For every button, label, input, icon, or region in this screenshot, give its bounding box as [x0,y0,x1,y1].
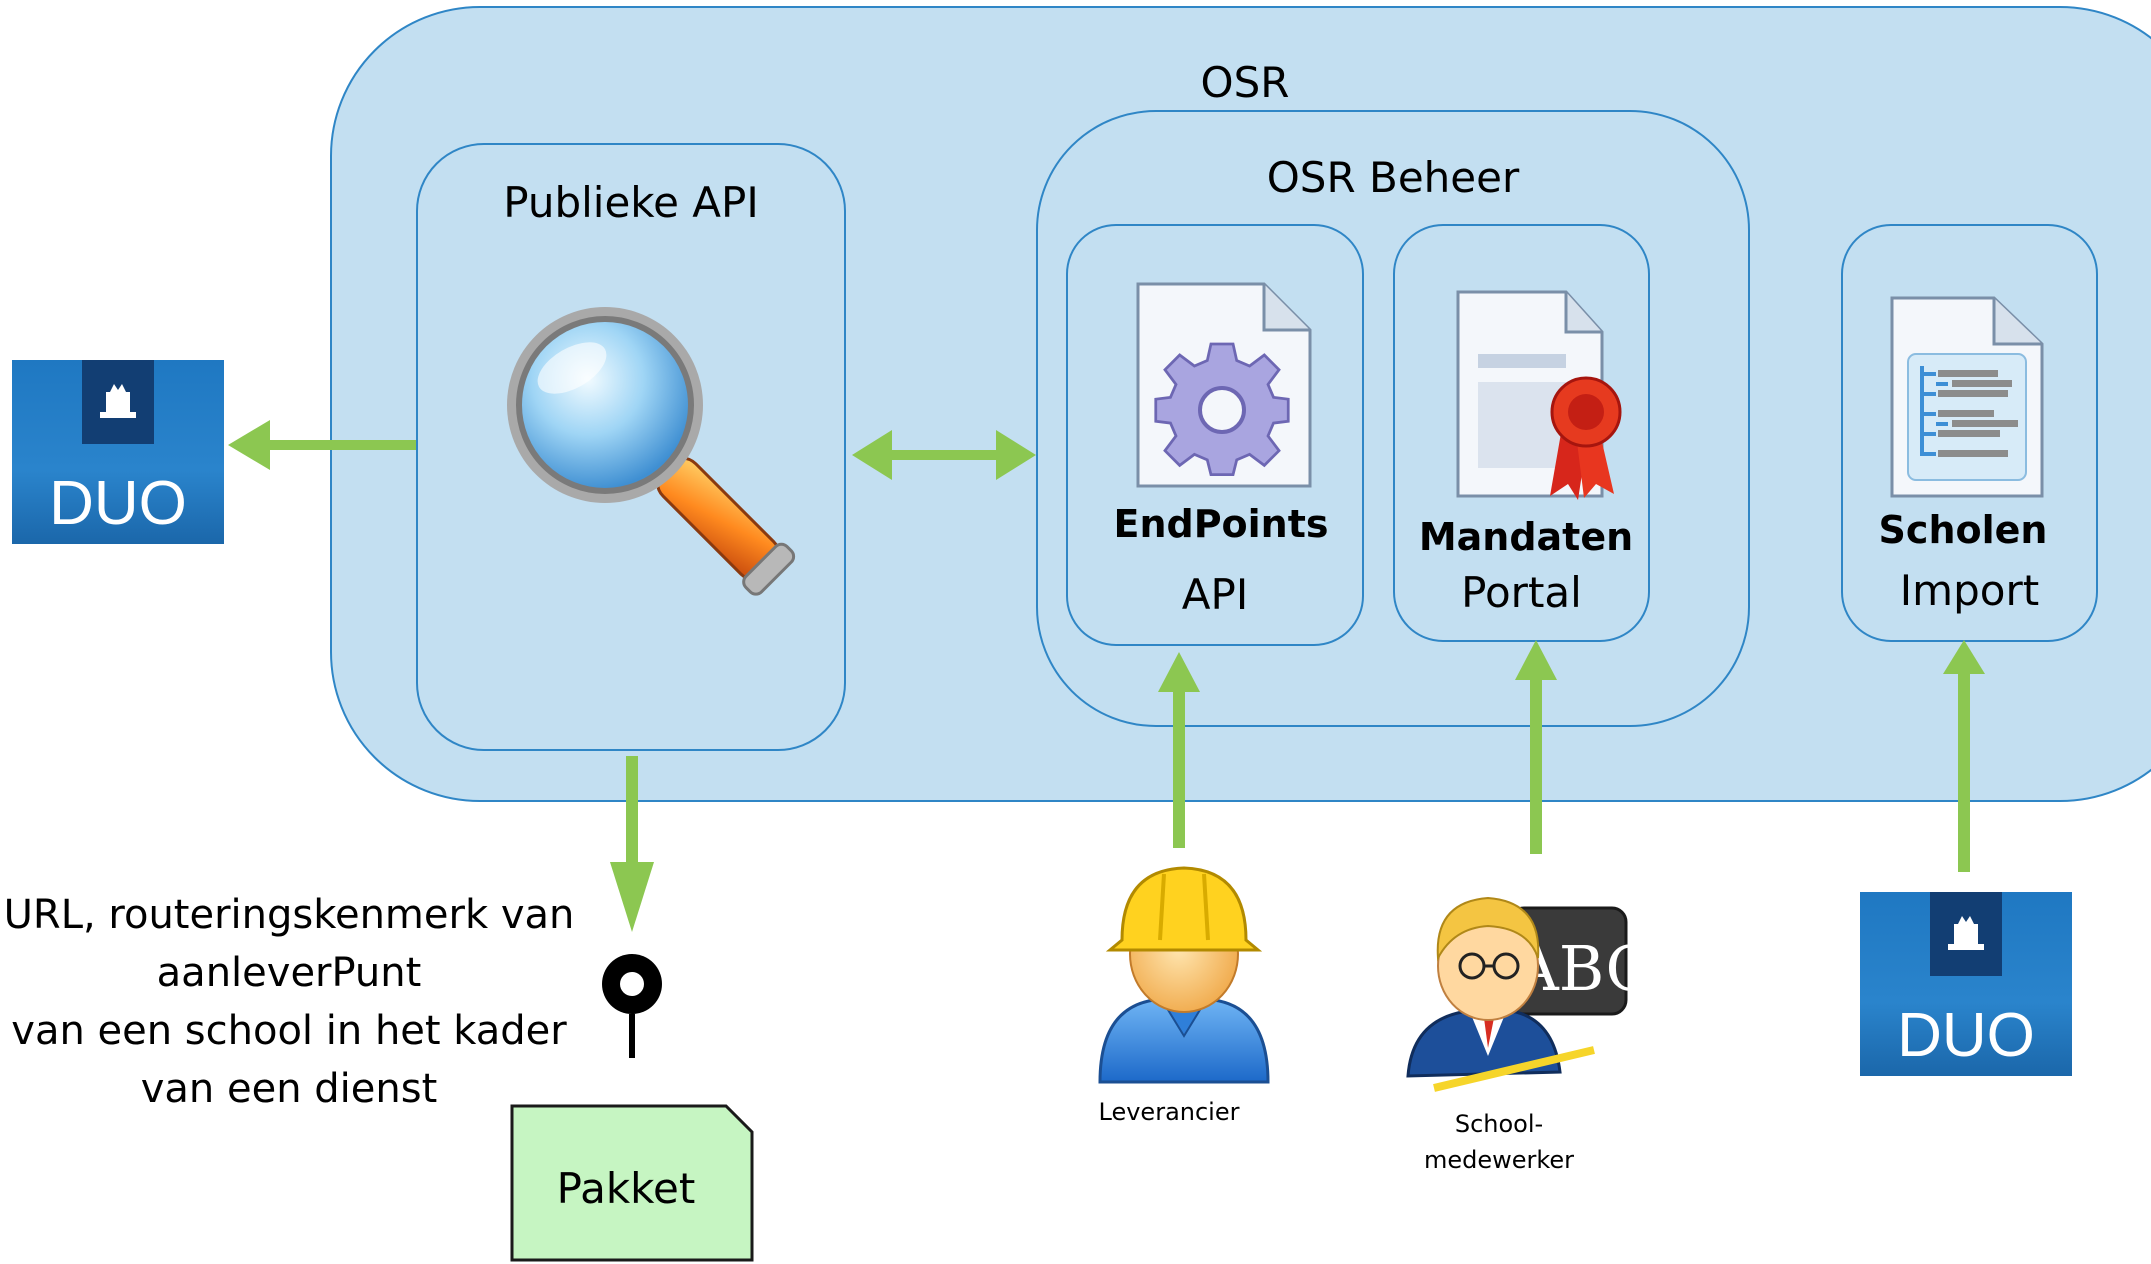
mandaten-sublabel: Portal [1461,568,1582,617]
endpoints-label: EndPoints [1113,502,1329,546]
url-note-line-1: URL, routeringskenmerk van [3,892,575,938]
leverancier-label: Leverancier [1098,1098,1240,1126]
scholen-sublabel: Import [1899,566,2040,615]
url-note-line-2: aanleverPunt [156,950,422,996]
duo-logo-text: DUO [1897,1001,2035,1070]
publieke-api-title: Publieke API [503,178,759,227]
gear-document-icon [1136,282,1312,488]
endpoints-sublabel: API [1181,570,1249,619]
url-note-line-4: van een dienst [140,1066,438,1112]
worker-icon [1098,866,1270,1084]
duo-logo-left: DUO [12,360,224,544]
tree-document-icon [1890,296,2044,498]
schoolmedewerker-label-line-2: medewerker [1423,1146,1575,1174]
osr-title: OSR [1200,58,1290,107]
mandaten-label: Mandaten [1418,515,1634,559]
crest-icon [1948,916,1984,950]
certificate-document-icon [1456,290,1622,500]
teacher-icon: ABC [1406,896,1653,1092]
duo-logo-text: DUO [49,469,187,538]
pakket-label: Pakket [556,1164,696,1213]
schoolmedewerker-label-line-1: School- [1454,1110,1544,1138]
interface-connector-icon [602,954,662,1058]
crest-icon [100,384,136,418]
osr-beheer-title: OSR Beheer [1266,153,1520,202]
duo-logo-right: DUO [1860,892,2072,1076]
scholen-label: Scholen [1878,508,2048,552]
url-note-line-3: van een school in het kader [11,1008,567,1054]
magnifier-icon [507,307,796,596]
pakket-box [510,1104,754,1262]
